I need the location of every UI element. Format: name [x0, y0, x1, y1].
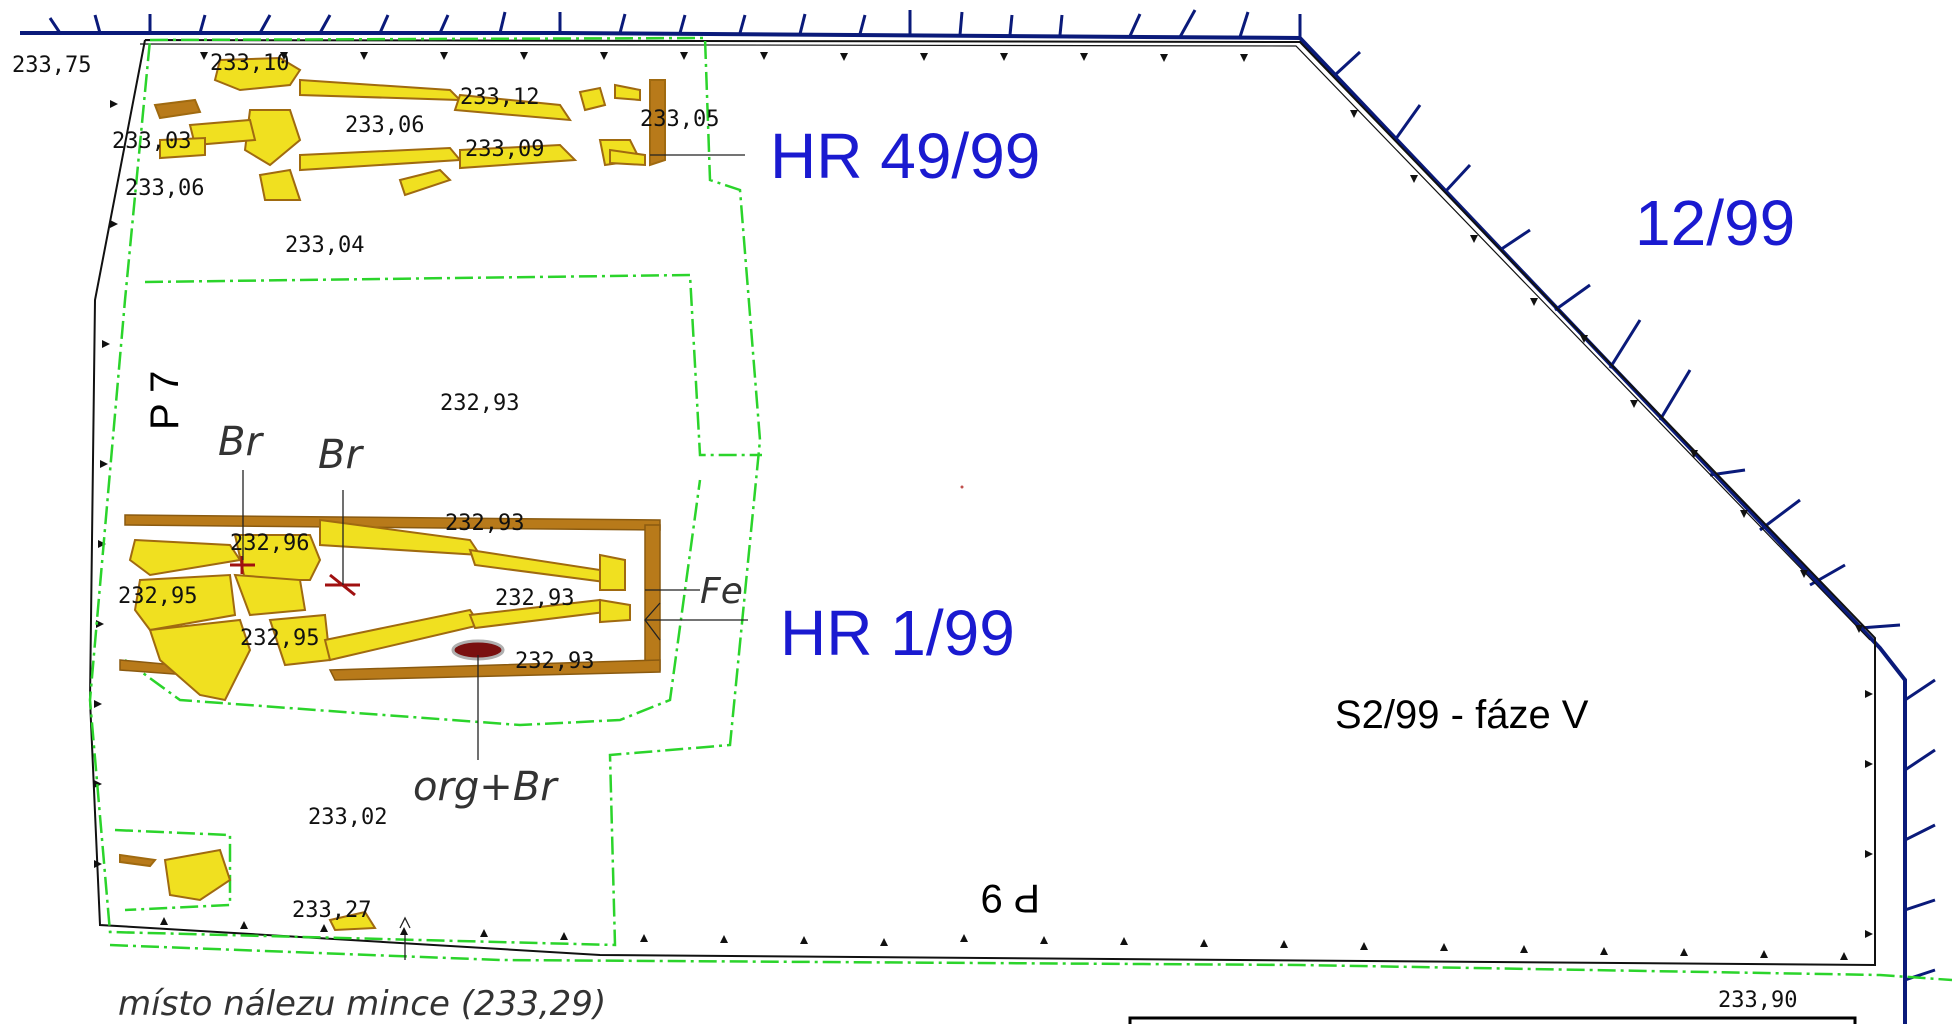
pit-hachure-triangles: [94, 52, 1873, 960]
profile-label-p7: P 7: [143, 371, 187, 430]
point-marker: [960, 485, 964, 489]
skeleton-hr49: [153, 56, 666, 201]
elevation-label: 233,90: [1718, 988, 1797, 1013]
find-label-br: Br: [218, 419, 264, 465]
grave-label-hr49: HR 49/99: [770, 120, 1040, 192]
profile-label-p9: P 9: [981, 876, 1040, 920]
site-label: S2/99 - fáze V: [1335, 693, 1589, 737]
coin-find-note: místo nálezu mince (233,29): [118, 984, 606, 1024]
find-label-fe: Fe: [700, 571, 743, 612]
elevation-label: 232,95: [240, 626, 319, 651]
elevation-label: 232,93: [440, 391, 519, 416]
legend-frame: [1128, 1016, 1857, 1024]
find-label-br: Br: [318, 432, 364, 478]
elevation-label: 233,05: [640, 107, 719, 132]
elevation-label: 232,95: [118, 584, 197, 609]
skeleton-hr1: [128, 518, 631, 702]
elevation-label: 233,75: [12, 53, 91, 78]
grave-label-hr1: HR 1/99: [780, 597, 1015, 669]
elevation-label: 233,12: [460, 85, 539, 110]
leader-lines: [242, 154, 748, 960]
elevation-label: 233,04: [285, 233, 364, 258]
elevation-label: 233,09: [465, 137, 544, 162]
elevation-label: 232,93: [495, 586, 574, 611]
elevation-label: 233,02: [308, 805, 387, 830]
elevation-label: 232,96: [230, 531, 309, 556]
elevation-label: 233,06: [345, 113, 424, 138]
trench-outline: [88, 36, 1952, 982]
elevation-label: 233,27: [292, 898, 371, 923]
find-marker-br1: [230, 556, 255, 574]
bones-fragment: [119, 848, 377, 932]
coffin-hr1: [119, 514, 661, 681]
elevation-label: 233,06: [125, 176, 204, 201]
pit-outline: [88, 39, 1876, 967]
elevation-label: 233,03: [112, 129, 191, 154]
elevation-label: 233,10: [210, 51, 289, 76]
find-label-org: org+Br: [413, 764, 559, 810]
elevation-label: 232,93: [445, 511, 524, 536]
elevation-label: 232,93: [515, 649, 594, 674]
feature-label: 12/99: [1635, 187, 1795, 259]
